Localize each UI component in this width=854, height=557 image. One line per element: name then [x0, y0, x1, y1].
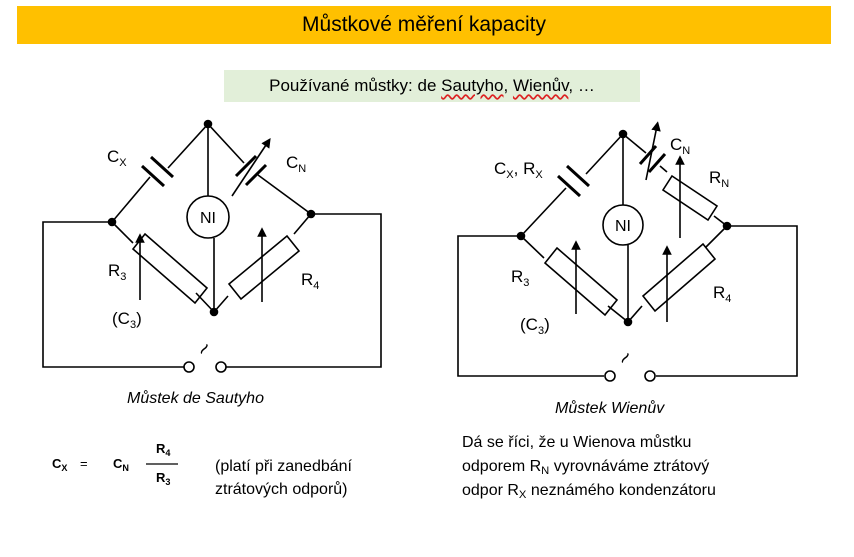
- variable-arrow-cn-right: [645, 121, 661, 181]
- left-bridge: [42, 119, 382, 373]
- page-title: Můstkové měření kapacity: [302, 13, 546, 36]
- label-r4-right: R4: [713, 283, 731, 305]
- right-wire-bottom-right-b: [705, 225, 728, 248]
- caption-right: Můstek Wienův: [555, 400, 665, 417]
- wien-note-line2: odporem RN vyrovnáváme ztrátový: [462, 458, 710, 477]
- resistor-r3-left: [131, 232, 209, 305]
- subtitle-name-wien: Wienův: [512, 76, 569, 95]
- left-node-bottom: [209, 307, 219, 317]
- label-r4-left: R4: [301, 270, 319, 292]
- null-indicator-left: [186, 195, 230, 239]
- resistor-rn-right: [661, 174, 719, 222]
- resistor-r3-right: [543, 246, 619, 317]
- left-node-left: [107, 217, 117, 227]
- right-bridge: [457, 121, 798, 382]
- right-supply-wire-right: [656, 225, 798, 377]
- left-wire-bottom-left-a: [111, 221, 134, 244]
- left-wire-top-left-b: [167, 123, 209, 169]
- right-node-right: [722, 221, 732, 231]
- label-cn-left: CN: [286, 153, 306, 175]
- right-wire-top-left-a: [520, 187, 567, 237]
- formula-note: (platí při zanedbání ztrátových odporů): [215, 455, 352, 501]
- left-supply-wire-right: [226, 213, 382, 368]
- label-ni-left: NI: [200, 210, 216, 227]
- subtitle-prefix: Používané můstky: de: [269, 76, 442, 95]
- label-r3-left: R3: [108, 261, 126, 283]
- subtitle-name-sauty: Sautyho: [441, 76, 504, 95]
- ac-source-symbol-right: ~: [611, 345, 639, 370]
- subtitle-suffix: , …: [568, 76, 595, 95]
- formula-equals: =: [80, 456, 88, 471]
- left-node-top: [203, 119, 213, 129]
- wien-note-line3: odpor RX neznámého kondenzátoru: [462, 482, 716, 501]
- formula-denominator: R3: [156, 470, 171, 487]
- label-r3-right: R3: [511, 267, 529, 289]
- left-node-right: [306, 209, 316, 219]
- right-source-terminal-b: [644, 370, 656, 382]
- capacitor-cn-left: [234, 154, 268, 187]
- capacitor-cx-left: [140, 155, 175, 188]
- caption-left: Můstek de Sautyho: [127, 390, 264, 407]
- left-wire-top-left-a: [111, 176, 151, 223]
- label-c3-right: (C3): [520, 315, 550, 337]
- left-wire-bottom-right-b: [293, 213, 312, 235]
- label-ni-right: NI: [615, 218, 631, 235]
- formula-note-line2: ztrátových odporů): [215, 481, 348, 498]
- right-wire-top-right-a: [622, 133, 647, 154]
- capacitor-cx-right: [556, 164, 591, 198]
- right-wire-top-right-b: [659, 165, 668, 173]
- wien-note: Dá se říci, že u Wienova můstku odporem …: [462, 431, 842, 503]
- formula-note-line1: (platí při zanedbání: [215, 458, 352, 475]
- ac-source-symbol-left: ~: [190, 336, 218, 361]
- right-supply-wire-left: [457, 235, 604, 377]
- left-supply-wire-left: [42, 221, 184, 368]
- wien-note-line1: Dá se říci, že u Wienova můstku: [462, 434, 692, 451]
- right-node-bottom: [623, 317, 633, 327]
- label-c3-left: (C3): [112, 309, 142, 331]
- subtitle-separator: ,: [503, 76, 513, 95]
- right-wire-top-left-b: [585, 133, 624, 175]
- formula-numerator: R4: [156, 441, 171, 458]
- capacitor-cn-right: [638, 145, 667, 173]
- label-rn-right: RN: [709, 168, 729, 190]
- formula-cn: CN: [113, 456, 129, 473]
- right-node-top: [618, 129, 628, 139]
- label-cx-left: CX: [107, 147, 127, 169]
- left-wire-bottom-left-b: [195, 292, 215, 313]
- right-source-terminal-a: [604, 370, 616, 382]
- subtitle-box: Používané můstky: de Sautyho, Wienův, …: [224, 70, 640, 102]
- variable-arrow-cn-left: [231, 138, 271, 197]
- left-wire-top-right-a: [207, 123, 245, 164]
- subtitle-text: Používané můstky: de Sautyho, Wienův, …: [269, 76, 595, 96]
- null-indicator-right: [602, 204, 644, 246]
- label-cn-right: CN: [670, 135, 690, 157]
- right-node-left: [516, 231, 526, 241]
- formula-lhs: CX: [52, 456, 68, 473]
- label-cx-rx-right: CX, RX: [494, 159, 543, 181]
- left-wire-top-right-b: [257, 174, 312, 215]
- resistor-r4-left: [227, 234, 301, 301]
- right-wire-bottom-left-a: [520, 235, 545, 259]
- title-bar: Můstkové měření kapacity: [17, 6, 831, 44]
- left-source-terminal-a: [183, 361, 195, 373]
- left-source-terminal-b: [215, 361, 227, 373]
- resistor-r4-right: [641, 242, 717, 313]
